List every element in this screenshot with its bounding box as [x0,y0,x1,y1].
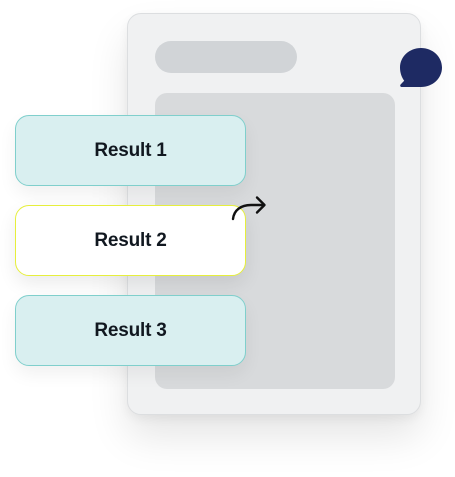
result-card-2-selected[interactable]: Result 2 [15,205,246,276]
chat-bubble-icon[interactable] [398,46,444,92]
result-card-3-label: Result 3 [94,319,167,341]
result-card-1[interactable]: Result 1 [15,115,246,186]
result-card-3[interactable]: Result 3 [15,295,246,366]
title-placeholder-bar [155,41,297,73]
result-card-2-label: Result 2 [94,229,167,251]
result-card-1-label: Result 1 [94,139,167,161]
curved-arrow-icon [231,196,266,221]
